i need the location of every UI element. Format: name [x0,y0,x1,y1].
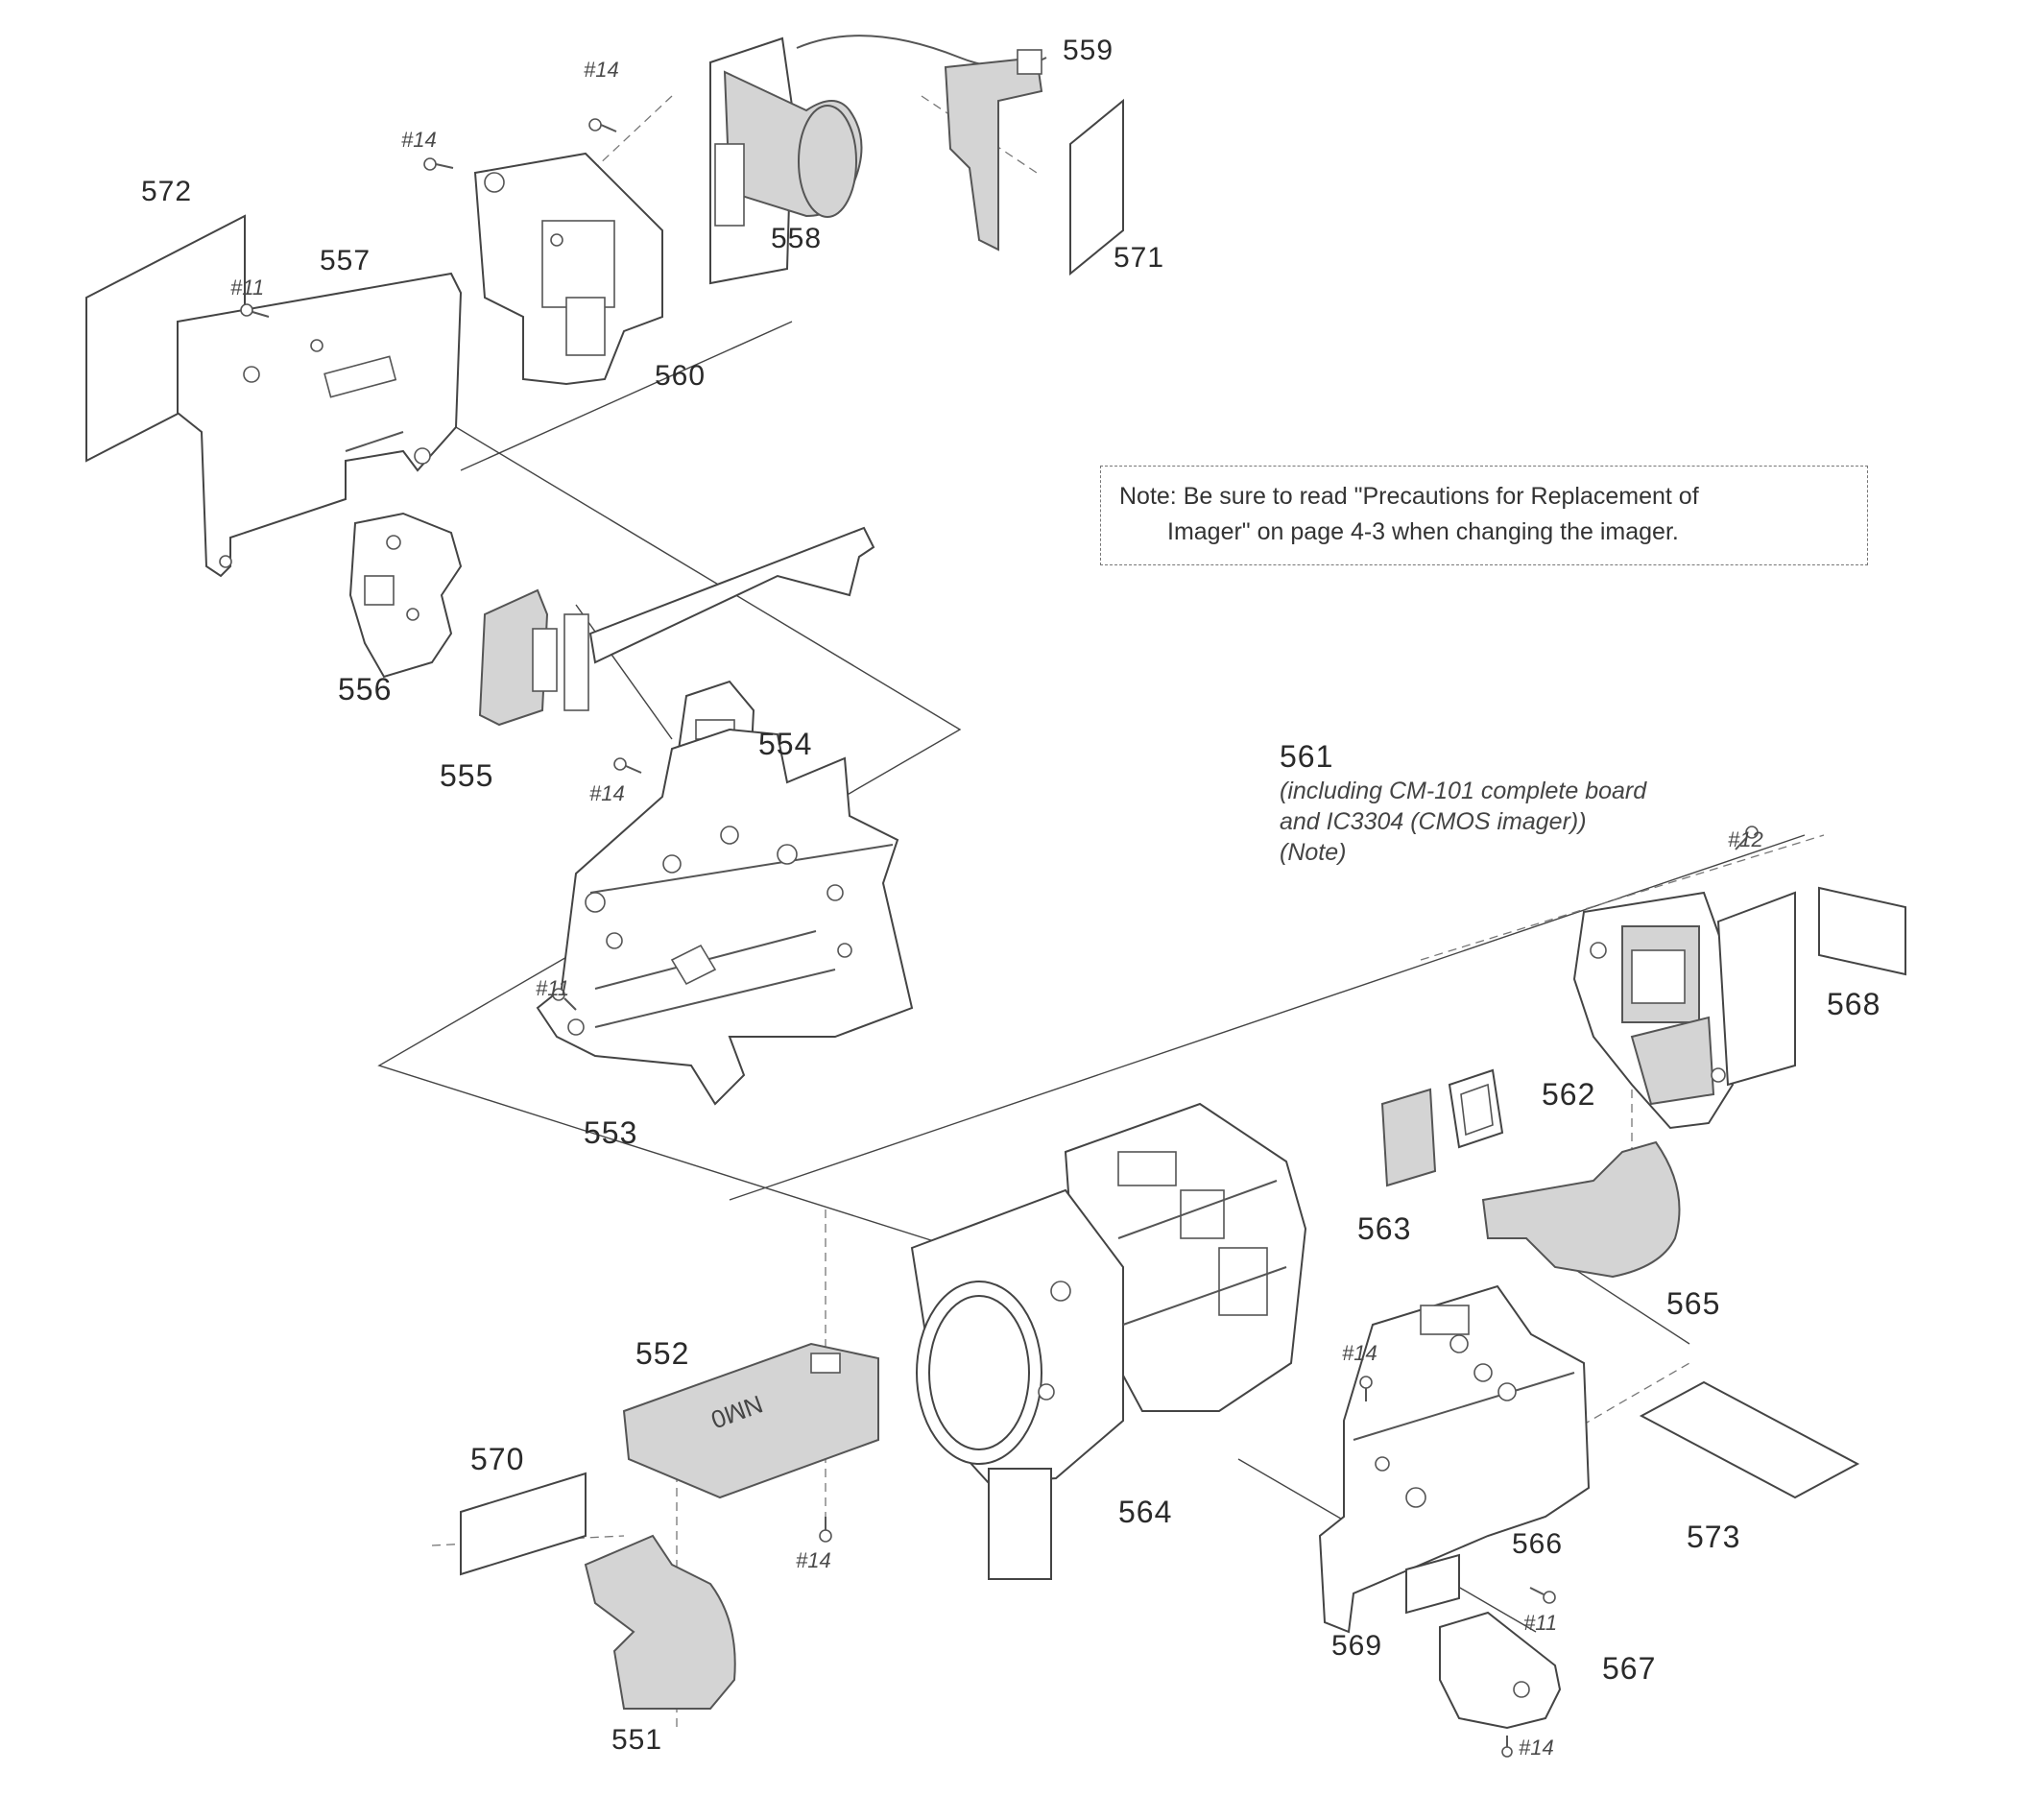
part-560-holder [473,152,663,386]
label-566: 566 [1512,1528,1564,1560]
part-569-sheet [1405,1553,1460,1615]
part-552-board [622,1342,879,1499]
label-556: 556 [338,672,393,706]
part-561-backing [1716,891,1796,1087]
label-551: 551 [611,1724,663,1756]
label-555: 555 [440,758,494,793]
screw-icon [1501,1736,1513,1758]
part-567-bracket [1439,1611,1562,1730]
label-573: 573 [1687,1520,1741,1554]
label-562: 562 [1542,1077,1596,1112]
part-561-caption-line1: (including CM-101 complete board [1280,778,1647,804]
screw-icon [1359,1376,1373,1401]
label-563: 563 [1357,1211,1412,1246]
note-line2: Imager" on page 4-3 when changing the im… [1167,518,1679,545]
label-572: 572 [141,176,193,207]
screw-label: #11 [1523,1611,1558,1635]
label-565: 565 [1666,1286,1721,1321]
part-562-frame [1448,1068,1504,1149]
screw-label: #14 [1519,1736,1554,1760]
part-571-sheet [1069,98,1124,276]
screw-label: #14 [796,1548,831,1572]
label-552: 552 [635,1336,690,1371]
screw-label: #14 [584,58,619,82]
screw-label: #14 [401,128,437,152]
screw-label: #12 [1728,827,1763,851]
label-557: 557 [320,245,371,276]
label-564: 564 [1118,1495,1173,1529]
screw-icon [423,157,454,171]
label-560: 560 [655,360,707,392]
part-563-filter [1380,1088,1437,1187]
label-569: 569 [1331,1630,1383,1662]
screw-icon [1735,826,1759,850]
part-573-sheet [1639,1380,1860,1499]
flex-arm [588,526,875,664]
part-561-imager [1572,891,1735,1130]
part-556-bracket [348,512,463,679]
part-570-sheet [460,1472,587,1576]
label-570: 570 [470,1442,525,1476]
label-561: 561 [1280,739,1334,774]
screw-icon [613,757,642,774]
screw-label: #11 [230,275,265,299]
screw-label: #11 [536,976,570,1000]
label-568: 568 [1827,987,1881,1021]
label-567: 567 [1602,1651,1657,1686]
part-564-lens-block [910,1102,1307,1580]
screws [240,118,1759,1758]
label-558: 558 [771,223,823,254]
screw-icon [240,303,270,318]
note-line1: Note: Be sure to read "Precautions for R… [1119,483,1699,510]
part-551-flex [584,1534,736,1710]
part-561-caption-line3: (Note) [1280,839,1347,866]
label-554: 554 [758,727,813,761]
screw-icon [1529,1587,1556,1604]
part-568-sheet [1818,886,1906,976]
label-559: 559 [1063,35,1114,66]
screw-icon [552,988,577,1011]
part-555-prism [478,588,589,727]
part-558-motor [709,35,1047,285]
screw-label: #14 [1342,1341,1377,1365]
part-565-flex [1481,1140,1681,1279]
part-561-caption-line2: and IC3304 (CMOS imager)) [1280,808,1587,835]
screw-label: #14 [589,781,625,805]
screw-icon [588,118,617,132]
part-553-frame [536,728,914,1106]
note-box [1100,466,1868,565]
part-557-bracket [177,272,463,578]
label-553: 553 [584,1115,638,1150]
label-571: 571 [1114,242,1165,274]
part-559-flex [944,49,1043,251]
screw-icon [819,1517,832,1543]
